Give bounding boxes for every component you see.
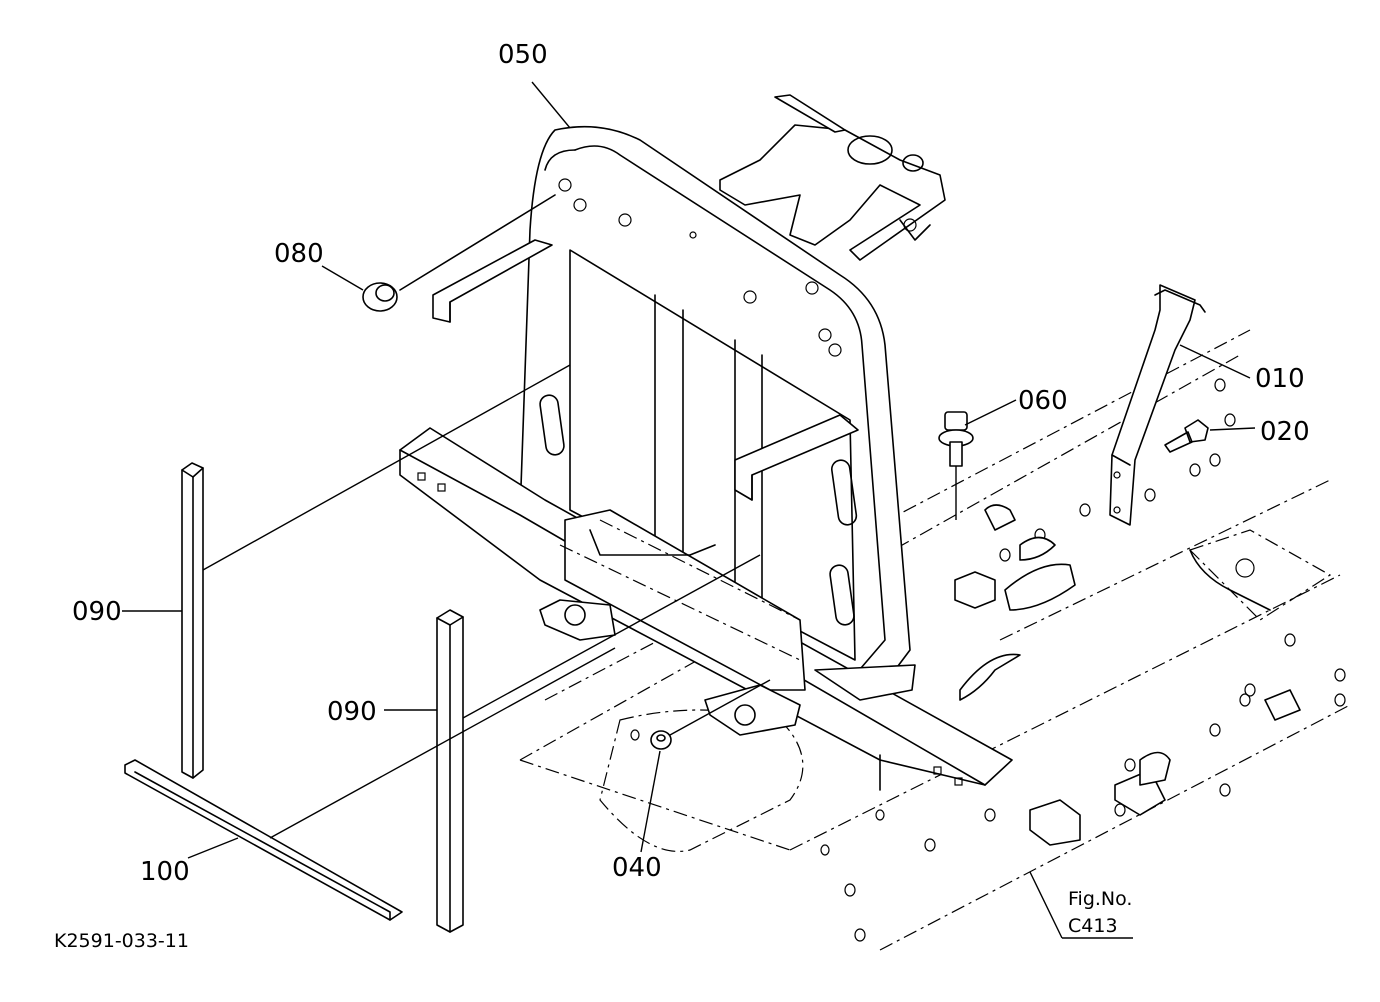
- grommet-080: [362, 194, 556, 312]
- callout-080: 080: [274, 239, 324, 269]
- bracket-010: [1109, 284, 1206, 526]
- callout-090-left: 090: [72, 597, 122, 627]
- callout-010: 010: [1255, 364, 1305, 394]
- bolt-060: [938, 411, 974, 520]
- figure-ref-line1: Fig.No.: [1068, 888, 1132, 910]
- figure-ref-line2: C413: [1068, 915, 1118, 937]
- drawing-id: K2591-033-11: [54, 930, 189, 952]
- rail-090-right: [436, 554, 761, 933]
- callout-050: 050: [498, 40, 548, 70]
- callout-060: 060: [1018, 386, 1068, 416]
- rail-100: [124, 647, 616, 921]
- nut-040: [650, 679, 771, 750]
- callout-040: 040: [612, 853, 662, 883]
- chassis-blocks: [954, 504, 1301, 846]
- lower-cross-frame: [399, 427, 1013, 791]
- callout-leaders: [122, 81, 1256, 939]
- callout-090-right: 090: [327, 697, 377, 727]
- bolt-020: [1164, 419, 1209, 453]
- rail-090-left: [181, 364, 571, 779]
- callout-020: 020: [1260, 417, 1310, 447]
- callout-100: 100: [140, 857, 190, 887]
